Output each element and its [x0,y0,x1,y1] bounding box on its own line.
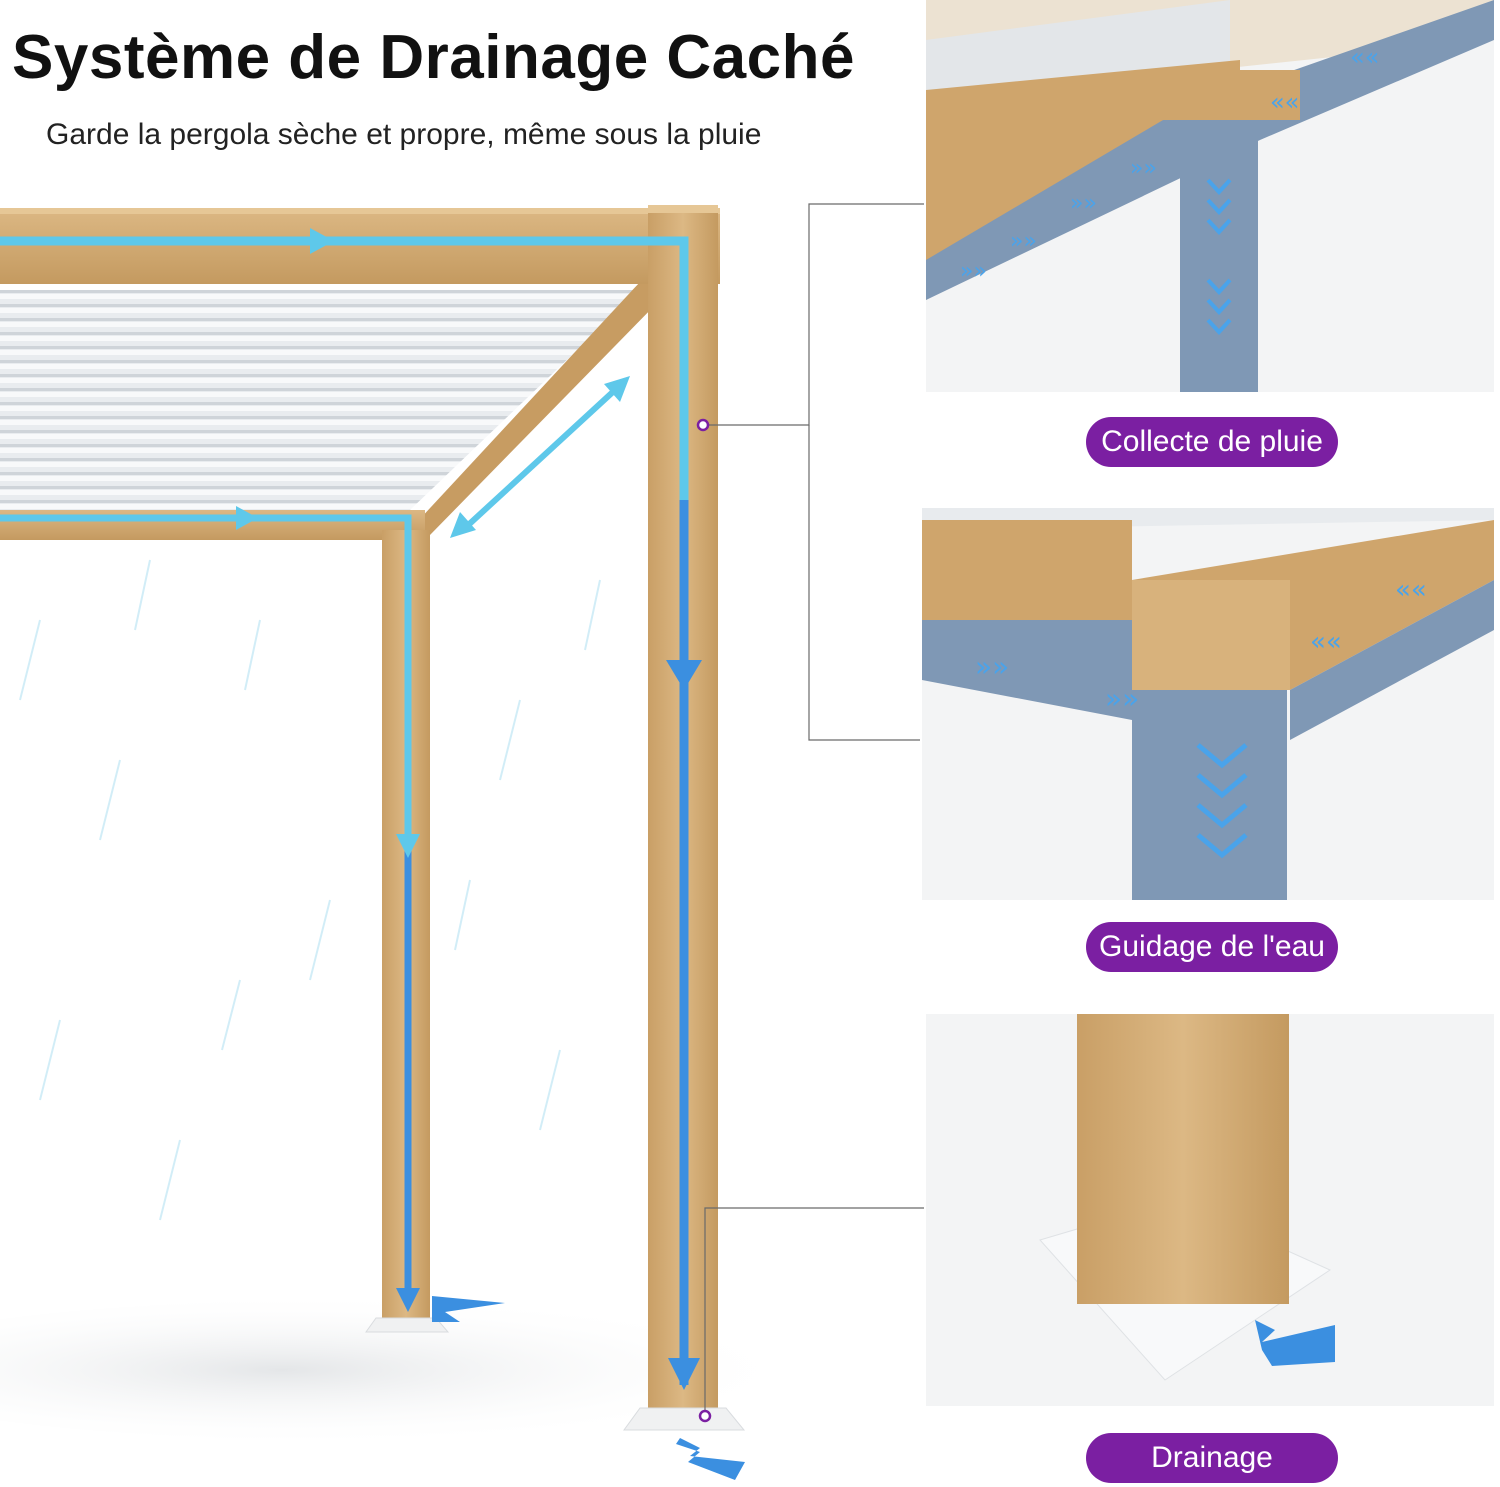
svg-text:»»: »» [960,259,987,284]
panel-water-guidance: »» »» «« «« [922,508,1494,900]
callout-label-drainage: Drainage [1086,1433,1338,1483]
page-subtitle: Garde la pergola sèche et propre, même s… [46,118,762,151]
panel-rain-collection: »» »» »» »» «« «« [926,0,1494,392]
svg-text:««: «« [1350,43,1379,71]
connector-lines [704,203,924,1415]
svg-text:»»: »» [1070,191,1097,216]
side-beam [405,282,660,535]
svg-text:»»: »» [1010,229,1037,254]
callout-marker-bottom [698,1409,712,1423]
svg-text:««: «« [1310,627,1342,657]
back-post-base [365,1317,450,1333]
outflow-splash-back [432,1296,505,1322]
louvered-roof [0,290,640,510]
svg-text:««: «« [1270,88,1299,116]
svg-text:»»: »» [975,650,1009,683]
water-flow-front [0,506,420,1312]
page-title: Système de Drainage Caché [12,23,855,92]
callout-marker-top [696,418,710,432]
panel-drainage [926,1014,1494,1406]
svg-text:««: «« [1395,575,1427,605]
svg-text:»»: »» [1105,682,1139,715]
callout-label-water-guidance: Guidage de l'eau [1086,922,1338,972]
top-beam [0,208,720,284]
callout-label-rain-collection: Collecte de pluie [1086,417,1338,467]
water-flow-top [0,228,702,1390]
floor-shadow [0,1300,810,1440]
rain-streaks [19,559,601,1221]
slope-double-arrow [450,376,630,538]
svg-text:»»: »» [1130,156,1157,181]
outflow-splash-front [676,1438,745,1480]
front-post-base [623,1407,746,1431]
